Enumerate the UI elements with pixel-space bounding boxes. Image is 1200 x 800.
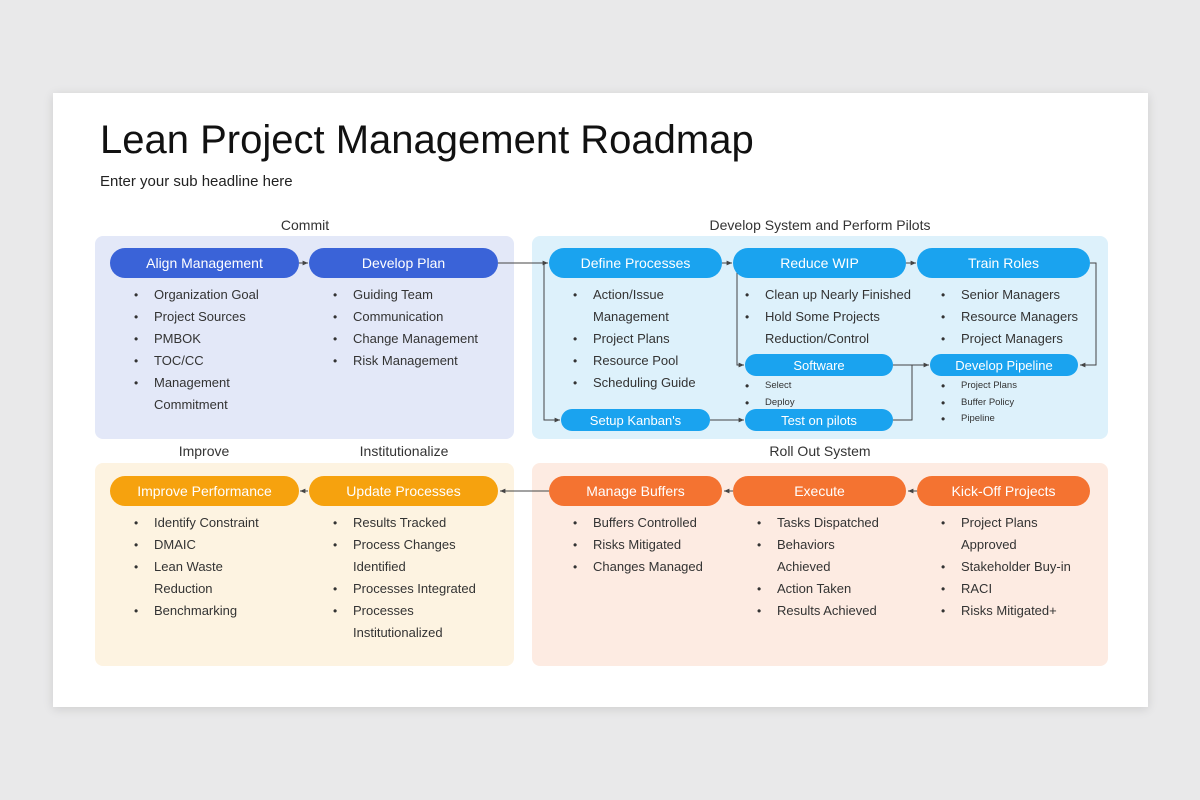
list-item: Project Plans Approved [941, 512, 1071, 556]
list-item: Communication [333, 306, 503, 328]
list-item: RACI [941, 578, 1071, 600]
list-item: Benchmarking [134, 600, 284, 622]
list-develop-pipeline: Project Plans Buffer Policy Pipeline [941, 378, 1061, 428]
list-execute: Tasks Dispatched Behaviors Achieved Acti… [757, 512, 887, 622]
list-item: Change Management [333, 328, 503, 350]
list-item: Identify Constraint [134, 512, 284, 534]
list-item: Risk Management [333, 350, 503, 372]
step-align-management[interactable]: Align Management [110, 248, 299, 278]
list-item: Deploy [745, 395, 845, 412]
list-item: Buffer Policy [941, 395, 1061, 412]
step-software[interactable]: Software [745, 354, 893, 376]
list-item: Risks Mitigated+ [941, 600, 1071, 622]
list-item: Results Tracked [333, 512, 483, 534]
list-item: Processes Integrated [333, 578, 483, 600]
list-item: Select [745, 378, 845, 395]
list-train-roles: Senior Managers Resource Managers Projec… [941, 284, 1091, 350]
step-develop-pipeline[interactable]: Develop Pipeline [930, 354, 1078, 376]
section-label-improve: Improve [178, 443, 230, 459]
list-item: Project Plans [941, 378, 1061, 395]
list-item: Process Changes Identified [333, 534, 483, 578]
step-define-processes[interactable]: Define Processes [549, 248, 722, 278]
list-kickoff-projects: Project Plans Approved Stakeholder Buy-i… [941, 512, 1071, 622]
step-update-processes[interactable]: Update Processes [309, 476, 498, 506]
step-manage-buffers[interactable]: Manage Buffers [549, 476, 722, 506]
list-item: Tasks Dispatched [757, 512, 887, 534]
list-item: Organization Goal [134, 284, 284, 306]
section-label-develop: Develop System and Perform Pilots [709, 217, 931, 233]
page-subtitle: Enter your sub headline here [100, 173, 293, 190]
list-item: Management Commitment [134, 372, 284, 416]
list-item: Stakeholder Buy-in [941, 556, 1071, 578]
list-software: Select Deploy [745, 378, 845, 411]
step-develop-plan[interactable]: Develop Plan [309, 248, 498, 278]
list-item: Hold Some Projects Reduction/Control [745, 306, 915, 350]
list-develop-plan: Guiding Team Communication Change Manage… [333, 284, 503, 372]
list-item: Resource Managers [941, 306, 1091, 328]
list-item: Buffers Controlled [573, 512, 723, 534]
list-item: Resource Pool [573, 350, 713, 372]
list-item: Clean up Nearly Finished [745, 284, 915, 306]
list-item: Behaviors Achieved [757, 534, 887, 578]
list-item: Results Achieved [757, 600, 887, 622]
step-reduce-wip[interactable]: Reduce WIP [733, 248, 906, 278]
section-label-institutionalize: Institutionalize [359, 443, 449, 459]
list-item: Processes Institutionalized [333, 600, 483, 644]
list-manage-buffers: Buffers Controlled Risks Mitigated Chang… [573, 512, 723, 578]
step-train-roles[interactable]: Train Roles [917, 248, 1090, 278]
list-item: Project Managers [941, 328, 1091, 350]
list-update-processes: Results Tracked Process Changes Identifi… [333, 512, 483, 644]
section-label-rollout: Roll Out System [769, 443, 871, 459]
list-item: Pipeline [941, 411, 1061, 428]
list-item: PMBOK [134, 328, 284, 350]
list-item: Changes Managed [573, 556, 723, 578]
step-execute[interactable]: Execute [733, 476, 906, 506]
list-item: Action/Issue Management [573, 284, 713, 328]
list-improve-performance: Identify Constraint DMAIC Lean Waste Red… [134, 512, 284, 622]
list-align-management: Organization Goal Project Sources PMBOK … [134, 284, 284, 416]
step-setup-kanban[interactable]: Setup Kanban's [561, 409, 710, 431]
list-item: Project Sources [134, 306, 284, 328]
list-define-processes: Action/Issue Management Project Plans Re… [573, 284, 713, 394]
list-item: Scheduling Guide [573, 372, 713, 394]
list-reduce-wip: Clean up Nearly Finished Hold Some Proje… [745, 284, 915, 350]
list-item: Project Plans [573, 328, 713, 350]
step-test-pilots[interactable]: Test on pilots [745, 409, 893, 431]
list-item: Action Taken [757, 578, 887, 600]
list-item: DMAIC [134, 534, 284, 556]
list-item: Lean Waste Reduction [134, 556, 284, 600]
list-item: Guiding Team [333, 284, 503, 306]
list-item: Senior Managers [941, 284, 1091, 306]
list-item: Risks Mitigated [573, 534, 723, 556]
step-improve-performance[interactable]: Improve Performance [110, 476, 299, 506]
page-title: Lean Project Management Roadmap [100, 118, 754, 162]
section-label-commit: Commit [280, 217, 330, 233]
step-kickoff-projects[interactable]: Kick-Off Projects [917, 476, 1090, 506]
list-item: TOC/CC [134, 350, 284, 372]
